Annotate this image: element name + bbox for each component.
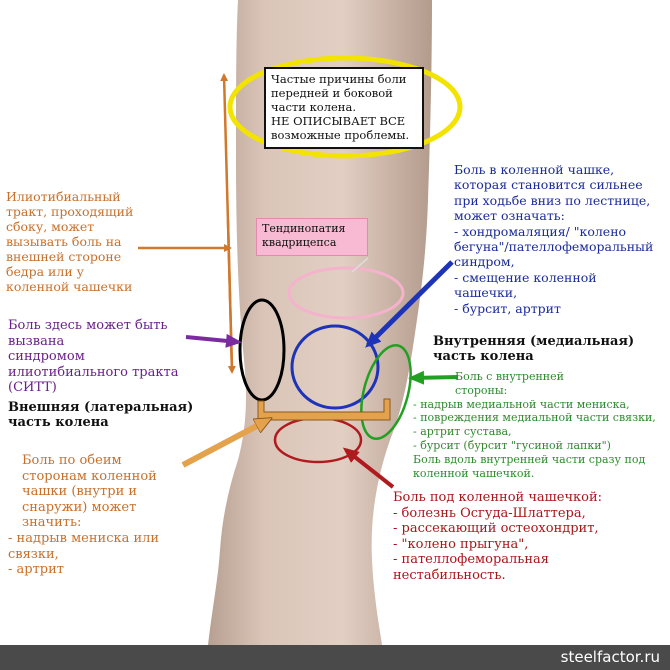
medial-ellipse: [360, 344, 412, 440]
note-line: части колена.: [271, 100, 356, 114]
kneecap-pain-line: бегуна"/пателлофеморальный: [454, 239, 654, 255]
lateral-heading-line: часть колена: [8, 415, 109, 430]
both-sides-line: - артрит: [8, 562, 64, 578]
medial-side-heading: Внутренняя (медиальная) часть колена: [433, 334, 663, 364]
note-line: передней и боковой: [271, 86, 393, 100]
itbs-label: Боль здесь может быть вызвана синдромом …: [8, 318, 198, 396]
below-kneecap-arrow: [342, 447, 395, 489]
below-kneecap-line: Боль под коленной чашечкой:: [393, 490, 603, 505]
below-kneecap-line: - "колено прыгуна",: [393, 536, 529, 552]
itbs-label-line: синдромом: [8, 349, 85, 364]
both-sides-line: сторонам коленной: [22, 468, 157, 484]
itb-label-line: внешней стороне: [6, 249, 122, 264]
below-kneecap-label: Боль под коленной чашечкой: - болезнь Ос…: [393, 490, 633, 583]
kneecap-pain-line: синдром,: [454, 254, 515, 270]
note-line: Частые причины боли: [271, 72, 407, 86]
kneecap-pain-line: при ходьбе вниз по лестнице,: [454, 192, 651, 208]
quad-label-box: Тендинопатия квадрицепса: [256, 218, 368, 256]
both-sides-line: чашки (внутри и: [22, 484, 138, 500]
note-line: НЕ ОПИСЫВАЕТ ВСЕ: [271, 114, 406, 128]
below-kneecap-line: - пателлофеморальная: [393, 552, 549, 567]
inner-pain-line: Боль с внутренней: [455, 370, 564, 383]
lateral-heading-line: Внешняя (латеральная): [8, 400, 194, 415]
itbs-label-line: (СИТТ): [8, 380, 57, 395]
inner-pain-line: - бурсит (бурсит "гусиной лапки"): [413, 438, 611, 452]
itbs-label-line: вызвана: [8, 333, 65, 349]
itbs-ellipse: [238, 298, 286, 402]
itb-label-line: вызывать боль на: [6, 234, 122, 249]
kneecap-arrow: [365, 260, 454, 348]
quad-pointer: [351, 257, 369, 273]
note-line: возможные проблемы.: [271, 128, 410, 142]
kneecap-pain-line: может означать:: [454, 208, 565, 224]
inner-pain-line: - артрит сустава,: [413, 425, 512, 439]
both-sides-line: значить:: [22, 515, 82, 531]
both-sides-line: - надрыв мениска или: [8, 530, 160, 546]
medial-arrow: [408, 370, 459, 385]
kneecap-circle: [290, 324, 380, 410]
quad-tendon-ellipse: [287, 266, 405, 320]
lateral-side-heading: Внешняя (латеральная) часть колена: [8, 400, 208, 430]
leg-silhouette: [208, 0, 432, 645]
inner-pain-label: Боль с внутренней стороны: - надрыв меди…: [413, 370, 667, 480]
both-sides-line: Боль по обеим: [22, 453, 122, 468]
kneecap-pain-line: - смещение коленной: [454, 269, 597, 285]
itb-label-line: сбоку, может: [6, 219, 95, 234]
itb-vertical-arrow-lower: [226, 219, 236, 374]
itbs-arrow: [185, 333, 242, 348]
both-sides-pain-label: Боль по обеим сторонам коленной чашки (в…: [8, 453, 208, 578]
kneecap-pain-line: - хондромаляция/ "колено: [454, 223, 627, 239]
inner-pain-line: стороны:: [455, 383, 508, 397]
inner-pain-line: - надрыв медиальной части мениска,: [413, 397, 630, 411]
kneecap-pain-line: чашечки,: [454, 285, 518, 301]
medial-heading-line: Внутренняя (медиальная): [433, 334, 635, 349]
itbs-label-line: Боль здесь может быть: [8, 318, 168, 333]
kneecap-pain-line: которая становится сильнее: [454, 177, 643, 193]
below-kneecap-line: нестабильность.: [393, 567, 506, 583]
note-highlight-ellipse: [227, 55, 463, 159]
kneecap-pain-line: - бурсит, артрит: [454, 300, 561, 316]
site-watermark: steelfactor.ru: [560, 648, 660, 666]
inner-pain-line: - повреждения медиальной части связки,: [413, 411, 656, 425]
top-note-box: Частые причины боли передней и боковой ч…: [264, 67, 424, 149]
kneecap-pain-label: Боль в коленной чашке, которая становитс…: [454, 162, 666, 316]
both-sides-line: связки,: [8, 546, 59, 562]
medial-heading-line: часть колена: [433, 349, 534, 364]
itb-label-line: Илиотибиальный: [6, 189, 121, 204]
below-kneecap-line: - рассекающий остеохондрит,: [393, 521, 599, 536]
quad-label-line: Тендинопатия: [262, 222, 346, 235]
joint-line-bracket: [257, 398, 391, 421]
itbs-label-line: илиотибиального тракта: [8, 364, 179, 380]
inner-pain-line: Боль вдоль внутренней части сразу под: [413, 452, 646, 466]
footer-bar: steelfactor.ru: [0, 645, 670, 670]
itb-label: Илиотибиальный тракт, проходящий сбоку, …: [6, 189, 146, 294]
itb-label-line: коленной чашечки: [6, 279, 133, 294]
below-kneecap-line: - болезнь Осгуда-Шлаттера,: [393, 505, 586, 521]
quad-label-line: квадрицепса: [262, 236, 337, 249]
kneecap-pain-line: Боль в коленной чашке,: [454, 162, 615, 177]
itb-label-line: тракт, проходящий: [6, 204, 134, 219]
itb-label-line: бедра или у: [6, 264, 84, 279]
inner-pain-line: коленной чашечкой.: [413, 466, 535, 480]
joint-line-arrow: [181, 420, 268, 468]
both-sides-line: снаружи) может: [22, 499, 137, 515]
